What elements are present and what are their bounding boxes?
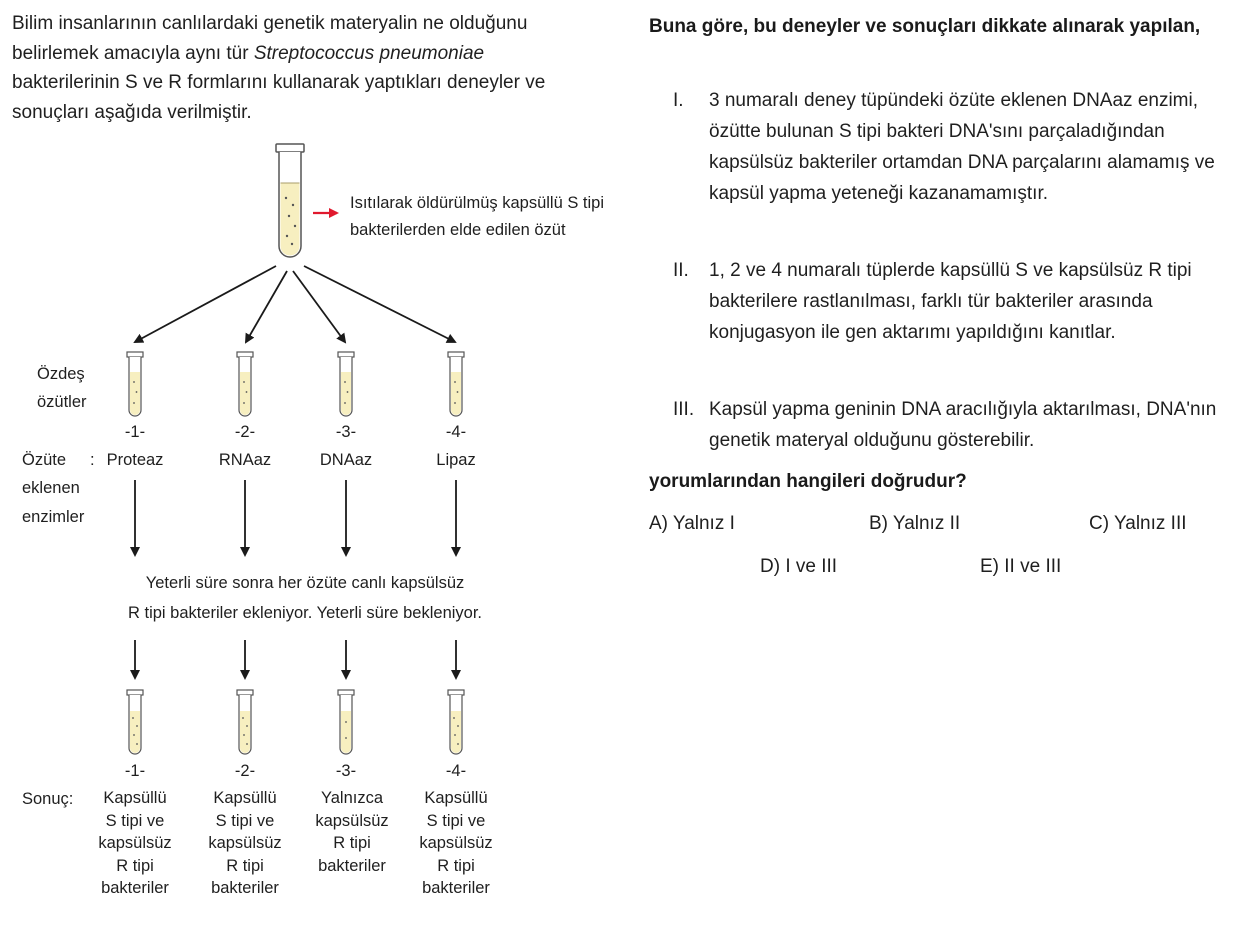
question-title: Buna göre, bu deneyler ve sonuçları dikk… bbox=[649, 16, 1201, 37]
statement-2-text: 1, 2 ve 4 numaralı tüplerde kapsüllü S v… bbox=[709, 260, 1192, 343]
species-name: Streptococcus pneumoniae bbox=[253, 42, 485, 64]
enzyme-protease: Proteaz bbox=[106, 451, 164, 469]
branch-arrows bbox=[133, 265, 457, 344]
result-text-4: Kapsüllü S tipi ve kapsülsüz R tipi bakt… bbox=[419, 789, 493, 897]
enzymes-label-line3: enzimler bbox=[22, 508, 85, 526]
question-closing: yorumlarından hangileri doğrudur? bbox=[649, 471, 967, 492]
identical-extracts-label-line1: Özdeş bbox=[37, 365, 85, 383]
result-tube-number-1: -1- bbox=[124, 762, 146, 780]
enzyme-rnaase: RNAaz bbox=[218, 451, 272, 469]
experiment-diagram bbox=[126, 143, 465, 755]
option-e[interactable]: E) II ve III bbox=[980, 556, 1062, 577]
intro-text-before: Bilim insanlarının canlılardaki genetik … bbox=[12, 13, 528, 64]
enzymes-colon: : bbox=[90, 451, 95, 469]
enzymes-label-line2: eklenen bbox=[22, 479, 80, 497]
option-b[interactable]: B) Yalnız II bbox=[869, 513, 961, 534]
tube-number-1: -1- bbox=[124, 423, 146, 441]
option-a[interactable]: A) Yalnız I bbox=[649, 513, 735, 534]
middle-text-line2: R tipi bakteriler ekleniyor. Yeterli sür… bbox=[127, 604, 483, 622]
source-extract-label: Isıtılarak öldürülmüş kapsüllü S tipi ba… bbox=[350, 194, 605, 239]
statement-1: I. 3 numaralı deney tüpündeki özüte ekle… bbox=[673, 85, 1233, 209]
statement-1-roman: I. bbox=[673, 90, 684, 111]
extract-tube-4 bbox=[447, 351, 465, 417]
middle-text-line1: Yeterli süre sonra her özüte canlı kapsü… bbox=[145, 574, 465, 592]
enzyme-lipase: Lipaz bbox=[436, 451, 476, 469]
result-tube-number-4: -4- bbox=[445, 762, 467, 780]
option-d[interactable]: D) I ve III bbox=[760, 556, 838, 577]
result-tube-3 bbox=[337, 689, 355, 755]
result-tube-number-3: -3- bbox=[335, 762, 357, 780]
statement-2-roman: II. bbox=[673, 260, 689, 281]
statement-3: III. Kapsül yapma geninin DNA aracılığıy… bbox=[673, 394, 1233, 456]
enzymes-label-line1: Özüte bbox=[22, 451, 67, 469]
incubation-down-arrows bbox=[130, 640, 461, 680]
statement-2: II. 1, 2 ve 4 numaralı tüplerde kapsüllü… bbox=[673, 255, 1233, 348]
result-text-3: Yalnızca kapsülsüz R tipi bakteriler bbox=[315, 789, 389, 875]
tube-number-3: -3- bbox=[335, 423, 357, 441]
intro-text-after: bakterilerinin S ve R formlarını kullana… bbox=[12, 72, 546, 123]
source-tube bbox=[275, 143, 305, 258]
statement-3-roman: III. bbox=[673, 399, 695, 420]
tube-number-4: -4- bbox=[445, 423, 467, 441]
extract-tube-1 bbox=[126, 351, 144, 417]
extract-tube-2 bbox=[236, 351, 254, 417]
statement-1-text: 3 numaralı deney tüpündeki özüte eklenen… bbox=[709, 90, 1215, 204]
statement-3-text: Kapsül yapma geninin DNA aracılığıyla ak… bbox=[709, 399, 1217, 451]
extract-tube-3 bbox=[337, 351, 355, 417]
result-tube-number-2: -2- bbox=[234, 762, 256, 780]
tube-number-2: -2- bbox=[234, 423, 256, 441]
result-tube-1 bbox=[126, 689, 144, 755]
intro-paragraph: Bilim insanlarının canlılardaki genetik … bbox=[12, 9, 572, 127]
result-tube-2 bbox=[236, 689, 254, 755]
identical-extracts-label-line2: özütler bbox=[37, 393, 87, 411]
enzyme-dnaase: DNAaz bbox=[319, 451, 373, 469]
result-text-2: Kapsüllü S tipi ve kapsülsüz R tipi bakt… bbox=[208, 789, 282, 897]
option-c[interactable]: C) Yalnız III bbox=[1089, 513, 1187, 534]
result-label: Sonuç: bbox=[22, 790, 74, 808]
enzyme-down-arrows bbox=[130, 480, 461, 557]
result-text-1: Kapsüllü S tipi ve kapsülsüz R tipi bakt… bbox=[98, 789, 172, 897]
result-tube-4 bbox=[447, 689, 465, 755]
